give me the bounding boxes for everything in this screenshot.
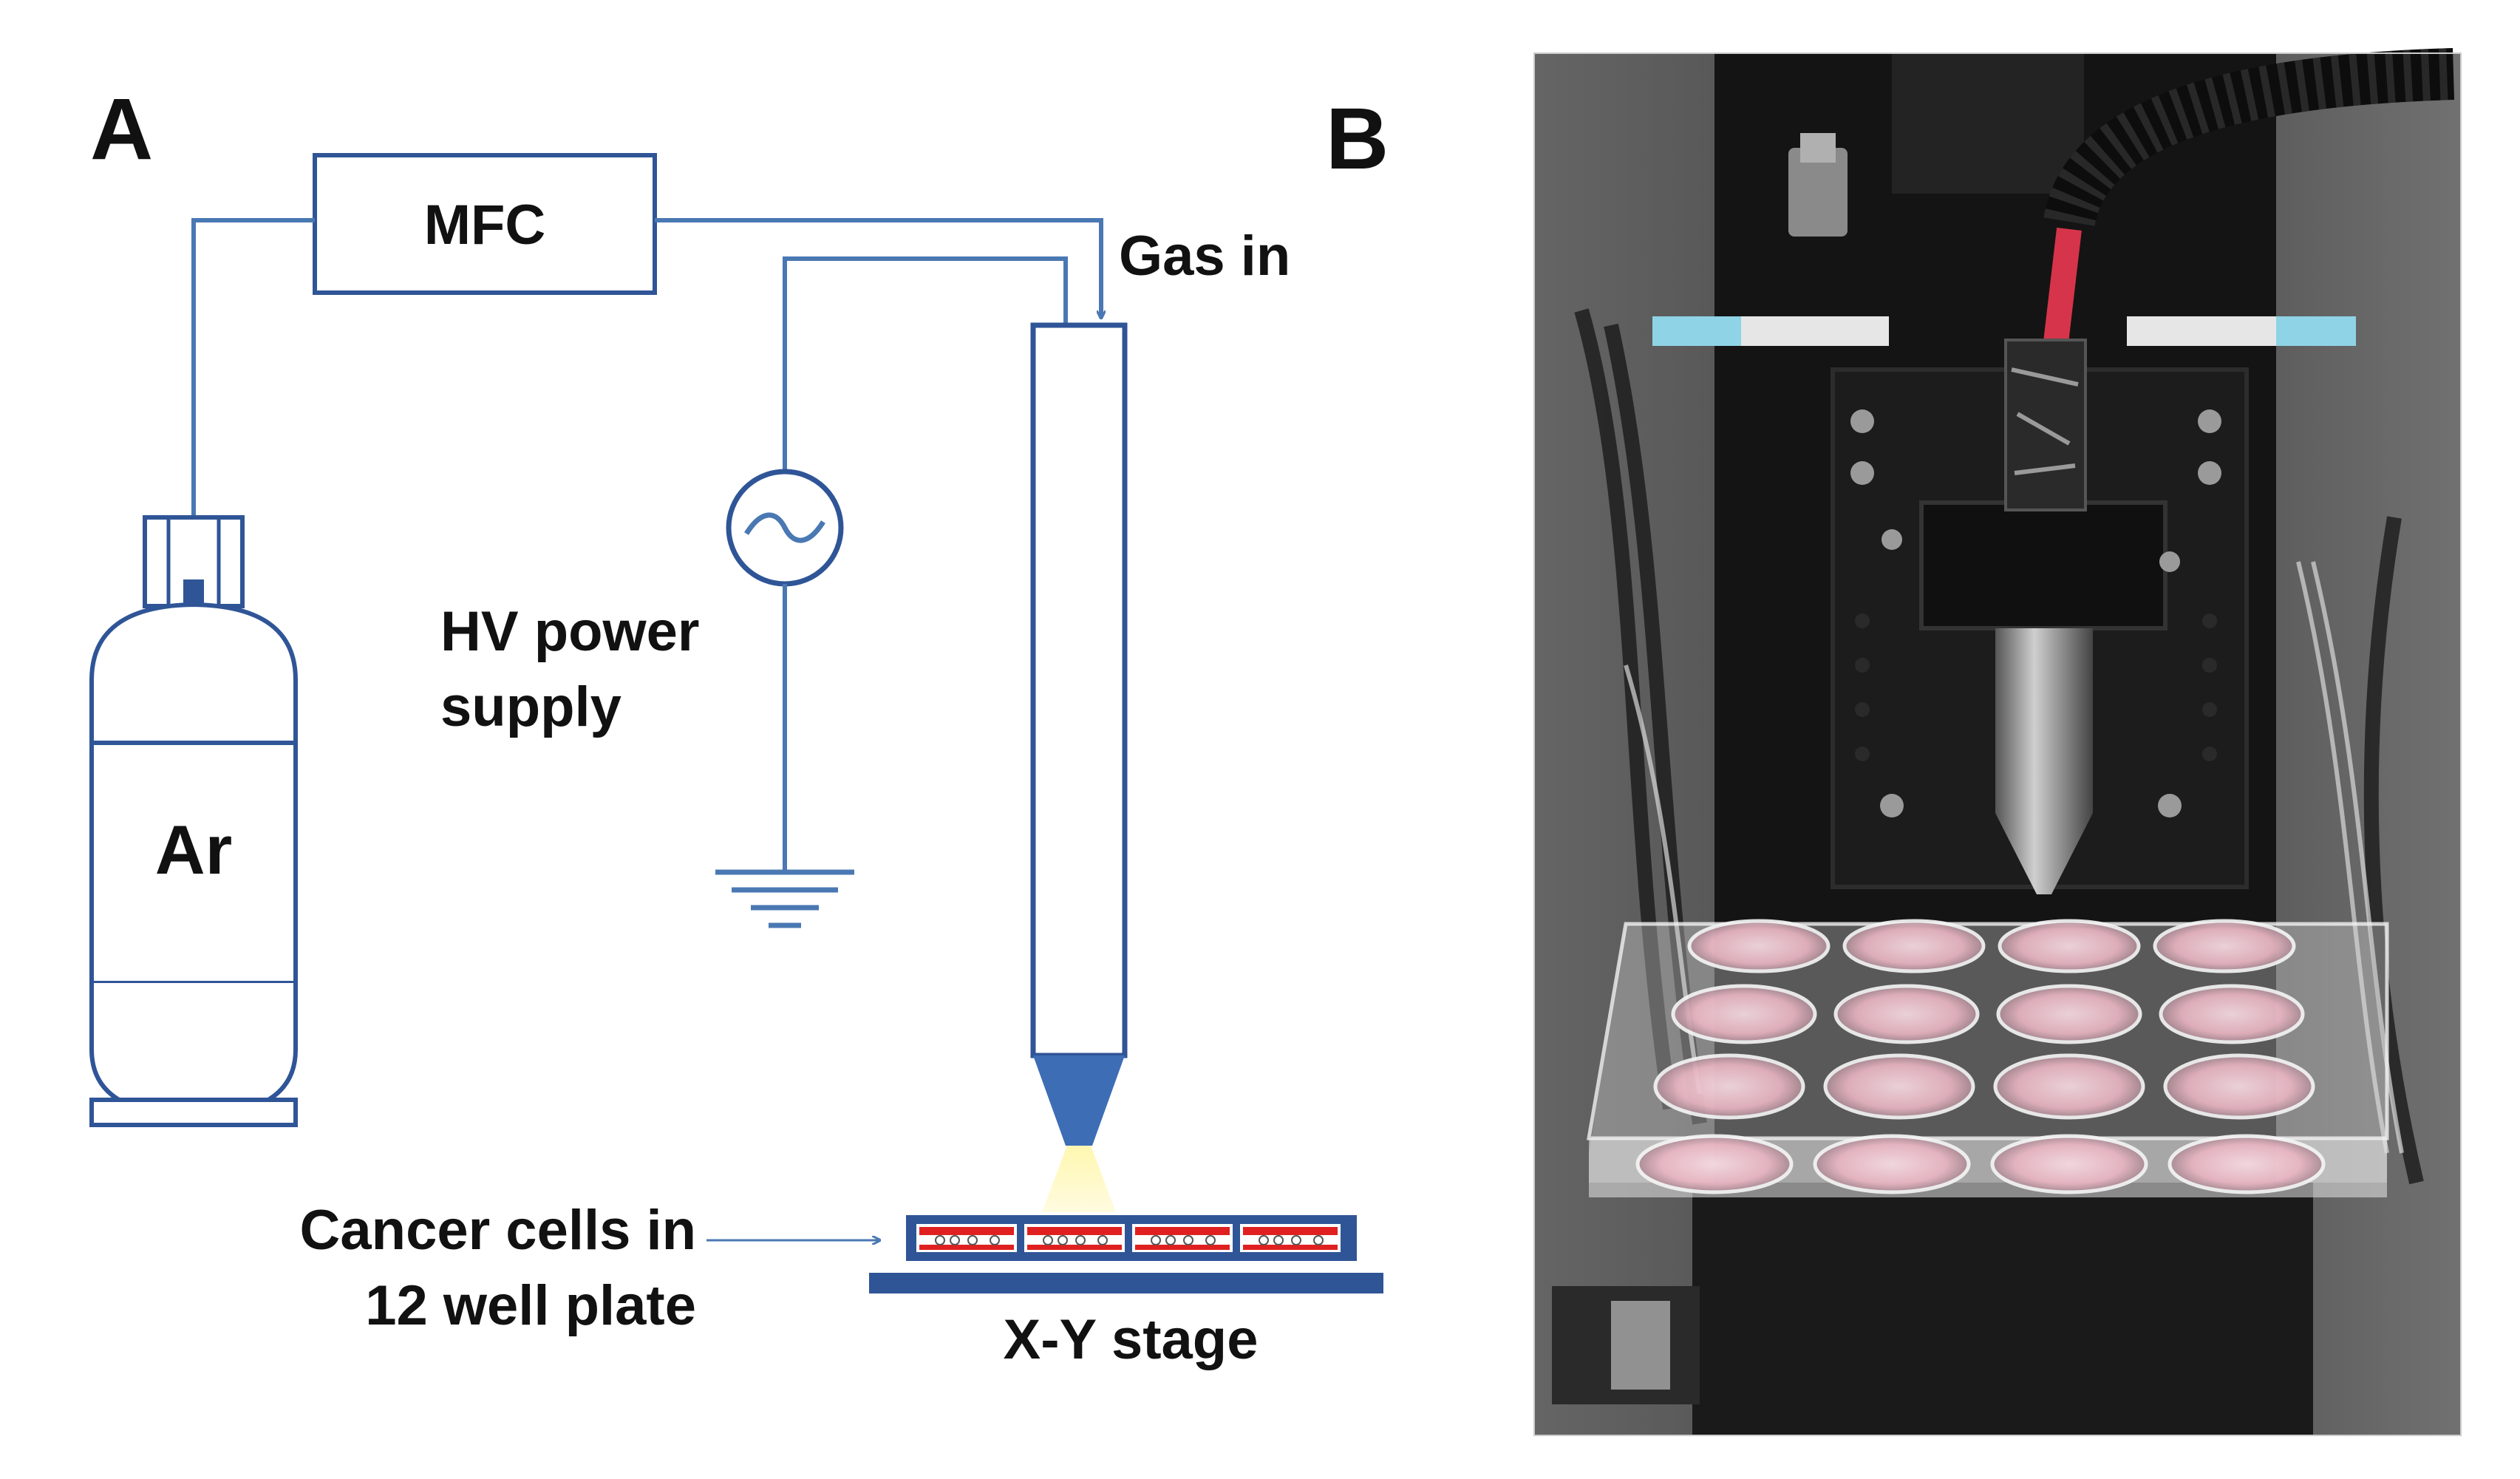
gas-line-mfc-torch: [655, 218, 1101, 318]
xy-stage: [869, 1273, 1383, 1293]
xy-stage-label: X-Y stage: [1004, 1308, 1259, 1371]
panel-a-label: A: [90, 81, 153, 178]
sine-wave-icon: [744, 512, 825, 543]
gas-in-label: Gas in: [1119, 225, 1290, 288]
plasma-plume: [1042, 1146, 1116, 1212]
hv-power-label-2: supply: [440, 676, 622, 738]
cells-label-1: Cancer cells in: [300, 1199, 697, 1262]
cells-label-2: 12 well plate: [365, 1274, 696, 1337]
mfc-box: [313, 153, 657, 295]
setup-photo: [1533, 48, 2462, 1436]
gas-line-cylinder-mfc: [191, 218, 315, 517]
plasma-jet-tube: [1030, 322, 1128, 1058]
wells: [916, 1224, 1341, 1252]
jet-nozzle: [1033, 1055, 1125, 1146]
cylinder-label: Ar: [155, 811, 232, 888]
hv-power-label-1: HV power: [440, 600, 700, 663]
hv-wire: [783, 256, 1068, 472]
mfc-label: MFC: [424, 194, 546, 256]
argon-cylinder: [89, 515, 298, 1127]
panel-b-label: B: [1326, 90, 1389, 188]
ground-icon: [715, 869, 854, 928]
